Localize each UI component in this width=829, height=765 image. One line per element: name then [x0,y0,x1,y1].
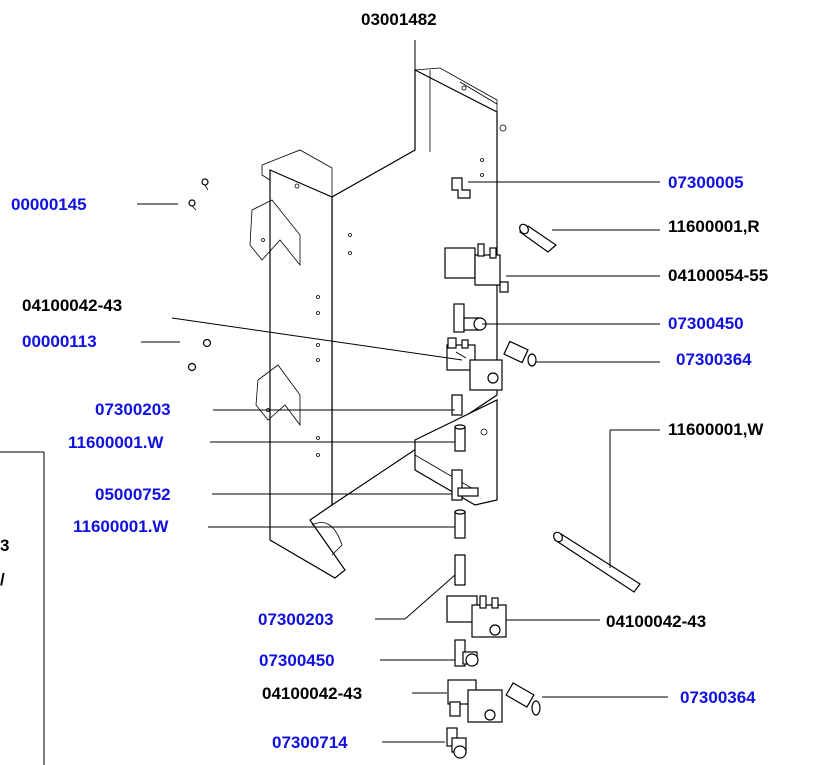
part-label-11600001-r: 11600001,R [668,217,760,236]
tube-short-r [518,223,557,253]
connector-mid [503,340,537,367]
part-label-04100042-43-low: 04100042-43 [606,612,707,631]
part-link-07300450-low[interactable]: 07300450 [259,651,335,670]
inset-fragment-1: 3 [0,536,10,555]
part-link-07300364-mid[interactable]: 07300364 [676,350,752,369]
tee-fitting-low [454,639,479,667]
part-link-07300714[interactable]: 07300714 [272,733,348,752]
tee-05 [451,469,479,501]
part-link-05000752[interactable]: 05000752 [95,485,171,504]
connector-low [505,682,541,716]
part-link-07300450-mid[interactable]: 07300450 [668,314,744,333]
fitting-mid [451,394,463,416]
fitting-low [454,554,466,586]
solenoid-valve-bottom [447,679,503,723]
part-link-00000113[interactable]: 00000113 [22,332,97,351]
part-link-07300203-mid[interactable]: 07300203 [95,400,171,419]
part-label-03001482: 03001482 [361,10,437,29]
part-link-11600001-w-1[interactable]: 11600001.W [68,433,164,452]
tube-w-long [553,531,641,593]
part-link-07300203-low[interactable]: 07300203 [258,610,334,629]
part-label-04100042-43-mid: 04100042-43 [22,296,123,315]
solenoid-valve-top [444,243,509,293]
part-label-04100042-43-bottom: 04100042-43 [262,684,363,703]
tube-w-short-2 [454,509,466,539]
solenoid-valve-low [446,595,507,638]
part-link-07300005[interactable]: 07300005 [668,173,744,192]
part-link-00000145[interactable]: 00000145 [11,195,87,214]
inset-fragment-2: / [0,570,5,589]
part-link-11600001-w-2[interactable]: 11600001.W [73,517,169,536]
part-label-04100054-55: 04100054-55 [668,266,769,285]
elbow-fitting-top [451,177,471,199]
part-label-11600001-w-long: 11600001,W [668,420,764,439]
part-link-07300364-low[interactable]: 07300364 [680,688,756,707]
inset-frame [0,451,45,765]
tube-w-short-1 [454,424,466,452]
solenoid-valve-mid [446,337,503,391]
screw-group-mid [187,338,212,372]
screw-group-top [188,178,209,211]
tee-fitting-mid [453,303,487,333]
leader-lines [137,40,668,743]
elbow-fitting-bottom [446,727,467,759]
